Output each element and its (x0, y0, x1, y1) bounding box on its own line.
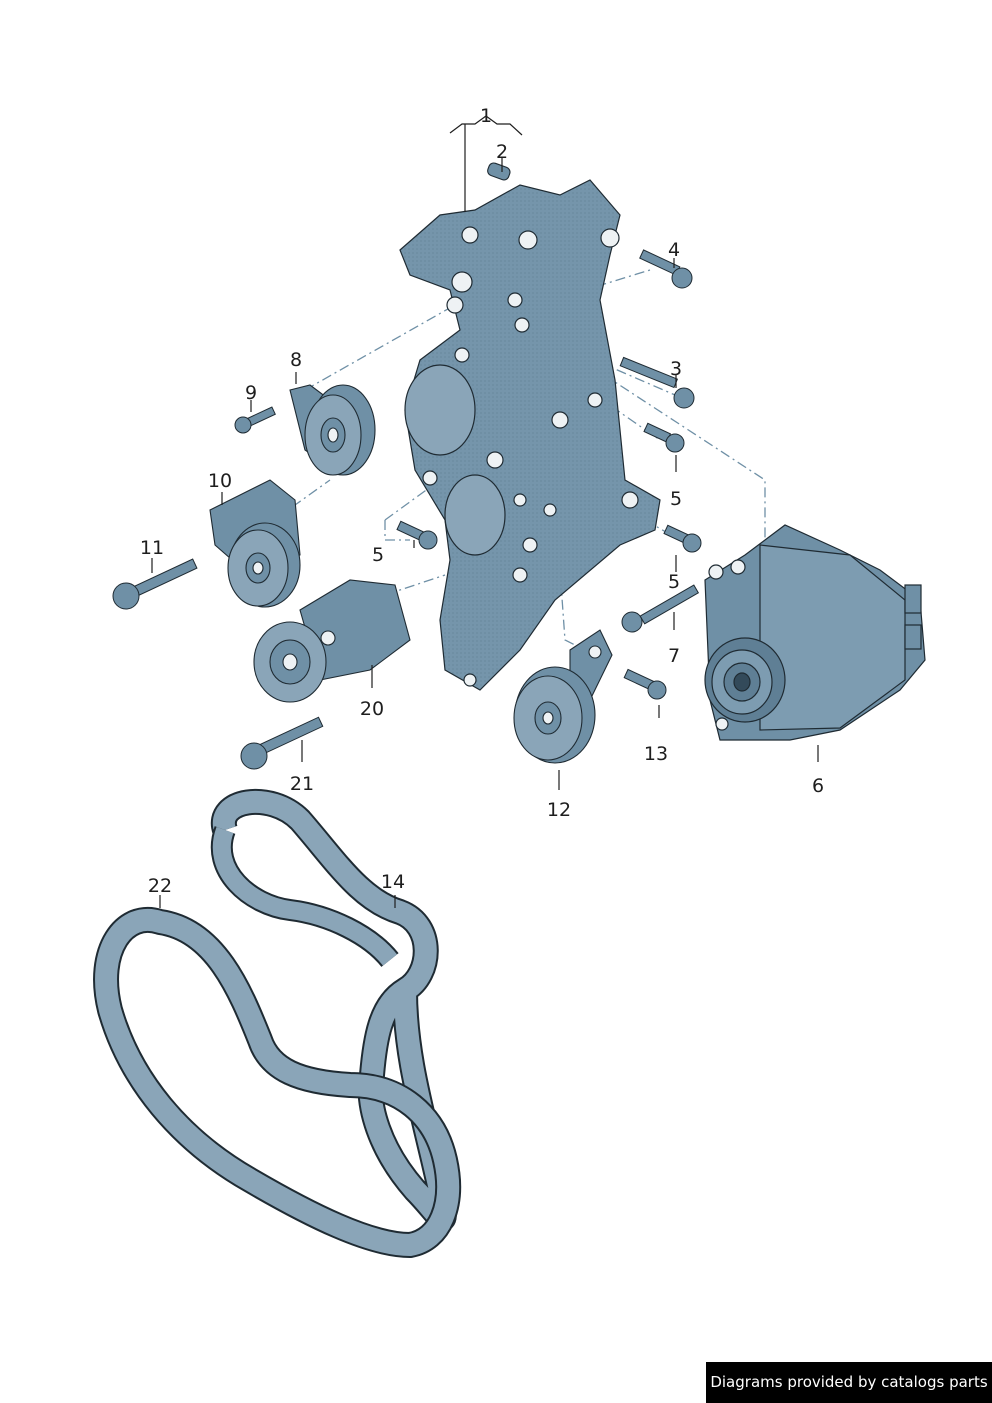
callout-20: 20 (359, 698, 385, 720)
callout-14: 14 (380, 871, 406, 893)
bolt-part-5-middle (663, 524, 702, 553)
bolt-part-13 (623, 668, 667, 700)
callout-8: 8 (289, 349, 303, 371)
idler-pulley-part-12 (513, 629, 613, 764)
bolt-part-11 (112, 558, 198, 610)
callout-13: 13 (643, 743, 669, 765)
callout-5-middle: 5 (667, 571, 681, 593)
callout-5-left: 5 (371, 544, 385, 566)
alternator-part-6 (704, 524, 926, 741)
callout-4: 4 (667, 239, 681, 261)
bolt-part-5-upper (643, 422, 685, 453)
callout-5-upper: 5 (669, 488, 683, 510)
callout-6: 6 (811, 775, 825, 797)
sleeve-part-2 (487, 162, 511, 181)
bolt-part-3 (619, 356, 695, 409)
ribbed-belt-part-22 (93, 907, 462, 1258)
callout-22: 22 (147, 875, 173, 897)
callout-12: 12 (546, 799, 572, 821)
callout-3: 3 (669, 358, 683, 380)
idler-pulley-part-8 (289, 384, 376, 476)
callout-11: 11 (139, 537, 165, 559)
tensioner-part-20 (253, 579, 411, 703)
callout-7: 7 (667, 645, 681, 667)
bolt-part-4 (639, 249, 693, 289)
tensioner-part-10 (209, 479, 301, 608)
callout-1: 1 (479, 105, 493, 127)
bolt-part-7 (621, 584, 700, 633)
callout-10: 10 (207, 470, 233, 492)
callout-leader-lines (151, 115, 819, 908)
bracket-part-1 (399, 179, 661, 691)
bolt-part-21 (240, 716, 324, 770)
bolt-part-5-left (396, 520, 438, 550)
callout-21: 21 (289, 773, 315, 795)
bolt-part-9 (234, 406, 276, 434)
callout-2: 2 (495, 141, 509, 163)
credit-banner: Diagrams provided by catalogs parts (706, 1362, 992, 1403)
callout-9: 9 (244, 382, 258, 404)
